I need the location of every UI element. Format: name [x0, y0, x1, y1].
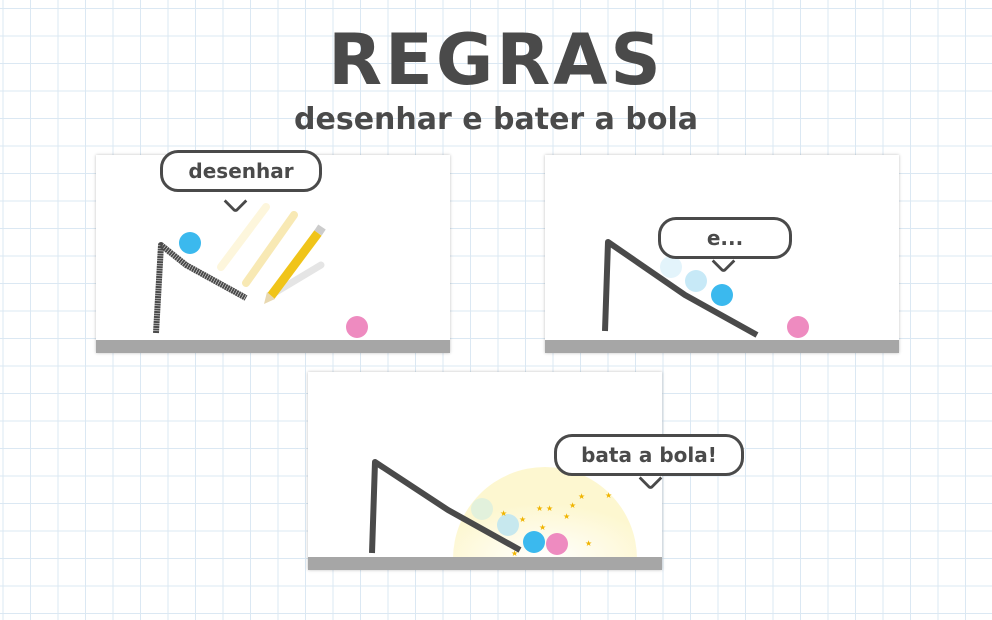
ball-trail-2	[685, 270, 707, 292]
speech-bubble-draw: desenhar	[160, 150, 322, 192]
svg-text:★: ★	[536, 504, 543, 513]
svg-text:★: ★	[563, 512, 570, 521]
svg-text:★: ★	[519, 515, 526, 524]
svg-text:★: ★	[511, 549, 518, 558]
svg-text:★: ★	[539, 523, 546, 532]
svg-text:★: ★	[605, 491, 612, 500]
rule-panel-draw: desenhar	[96, 150, 450, 353]
ball-trail-2	[497, 514, 519, 536]
pink-ball	[546, 533, 568, 555]
sparkle-stars: ★★★ ★★★ ★★★ ★★	[500, 491, 612, 558]
svg-text:★: ★	[500, 509, 507, 518]
hit-illustration: ★★★ ★★★ ★★★ ★★	[369, 459, 637, 559]
draw-illustration	[153, 203, 368, 338]
ground	[96, 340, 450, 353]
svg-text:★: ★	[585, 539, 592, 548]
pencil-ghost-1	[217, 203, 270, 271]
pencil-icon	[264, 224, 326, 304]
svg-text:★: ★	[546, 504, 553, 513]
drawn-line	[153, 242, 248, 334]
blue-ball	[523, 531, 545, 553]
ball-trail-1	[660, 256, 682, 278]
rule-panel-roll: e...	[545, 155, 899, 353]
speech-bubble-hit: bata a bola!	[554, 434, 744, 476]
pink-ball	[346, 316, 368, 338]
drawn-line	[369, 459, 522, 554]
ground	[308, 557, 662, 570]
drawn-line	[602, 239, 759, 338]
blue-ball	[711, 284, 733, 306]
blue-ball	[179, 232, 201, 254]
rule-panel-hit: ★★★ ★★★ ★★★ ★★ bata a bola!	[308, 372, 744, 570]
roll-illustration	[602, 239, 809, 338]
pink-ball	[787, 316, 809, 338]
ball-trail-1	[471, 498, 493, 520]
page-subtitle: desenhar e bater a bola	[294, 102, 698, 137]
svg-text:★: ★	[578, 492, 585, 501]
pencil-ghost-2	[242, 211, 298, 287]
svg-text:★: ★	[569, 501, 576, 510]
speech-bubble-and: e...	[658, 217, 792, 259]
page-title: REGRAS	[328, 19, 664, 101]
ground	[545, 340, 899, 353]
